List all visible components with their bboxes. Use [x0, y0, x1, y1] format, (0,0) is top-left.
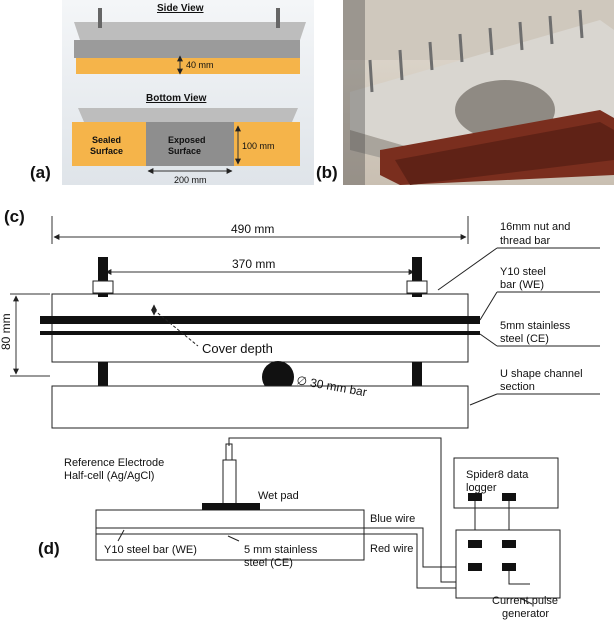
- dim-200-label: 200 mm: [174, 175, 207, 185]
- panel-b-label: (b): [316, 163, 338, 182]
- exposed-label-2: Surface: [168, 146, 201, 156]
- cover-depth-label: Cover depth: [202, 341, 273, 356]
- spider8-label-2: logger: [466, 482, 497, 494]
- ss-d-label-2: steel (CE): [244, 557, 293, 569]
- pulse-label-1: Current pulse: [492, 595, 558, 607]
- bottom-view-top: [78, 108, 298, 122]
- panel-a-label: (a): [30, 163, 51, 182]
- reference-electrode: [222, 459, 237, 505]
- ss-label-1: 5mm stainless: [500, 320, 571, 332]
- bar-30mm: [262, 361, 294, 393]
- panel-b-photo: [343, 0, 614, 185]
- panel-c-schematic: [10, 216, 600, 429]
- nut-label-2: thread bar: [500, 235, 550, 247]
- red-wire-label: Red wire: [370, 543, 413, 555]
- y10-label-2: bar (WE): [500, 279, 544, 291]
- nut-label-1: 16mm nut and: [500, 221, 570, 233]
- bottom-view-title: Bottom View: [146, 93, 207, 104]
- ref-electrode-label-1: Reference Electrode: [64, 457, 164, 469]
- dim-370-label: 370 mm: [232, 257, 275, 271]
- ss-label-2: steel (CE): [500, 333, 549, 345]
- panel-d-schematic: [95, 437, 561, 605]
- panel-d-label: (d): [38, 539, 60, 558]
- specimen-d: [95, 509, 365, 561]
- u-label-1: U shape channel: [500, 368, 583, 380]
- wet-pad-label: Wet pad: [258, 490, 299, 502]
- side-view-sealed-layer: [76, 58, 300, 74]
- side-view-title: Side View: [157, 3, 204, 14]
- spider8-label-1: Spider8 data: [466, 469, 529, 481]
- ref-electrode-label-2: Half-cell (Ag/AgCl): [64, 470, 154, 482]
- u-label-2: section: [500, 381, 535, 393]
- exposed-surface: [146, 122, 234, 166]
- sealed-label-2: Surface: [90, 146, 123, 156]
- wet-pad: [202, 503, 260, 510]
- dim-40-label: 40 mm: [186, 60, 214, 70]
- side-view-top: [74, 22, 306, 40]
- y10-steel-bar: [40, 316, 480, 324]
- side-view-concrete: [74, 40, 300, 58]
- y10-label-1: Y10 steel: [500, 266, 546, 278]
- exposed-label-1: Exposed: [168, 135, 206, 145]
- sealed-label-1: Sealed: [92, 135, 121, 145]
- u-channel-section: [51, 385, 469, 429]
- dim-80-label: 80 mm: [0, 313, 13, 350]
- dim-100-label: 100 mm: [242, 141, 275, 151]
- dim-490-label: 490 mm: [231, 222, 274, 236]
- panel-c-label: (c): [4, 207, 25, 226]
- sealed-surface-right: [234, 122, 300, 166]
- y10-d-label: Y10 steel bar (WE): [104, 544, 197, 556]
- concrete-specimen: [51, 293, 469, 363]
- ss-d-label-1: 5 mm stainless: [244, 544, 318, 556]
- panel-a-illustration: [62, 0, 314, 185]
- stainless-steel-bar: [40, 331, 480, 335]
- sealed-surface-left: [72, 122, 146, 166]
- blue-wire-label: Blue wire: [370, 513, 415, 525]
- pulse-label-2: generator: [502, 608, 549, 620]
